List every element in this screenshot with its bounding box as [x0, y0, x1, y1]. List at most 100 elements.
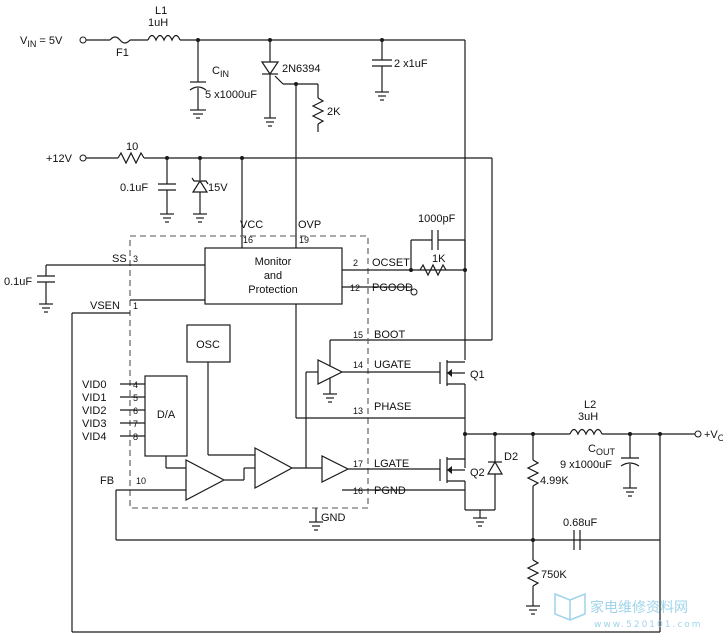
- ugate-pin-label: UGATE: [374, 359, 411, 371]
- v12-label: +12V: [46, 153, 73, 165]
- vid2-label: VID2: [82, 405, 106, 417]
- vid1-num: 5: [133, 393, 138, 403]
- ss-network: [37, 264, 205, 313]
- phase-pin-num: 13: [353, 406, 363, 416]
- ss-pin-num: 3: [133, 254, 138, 264]
- vid4-label: VID4: [82, 431, 106, 443]
- inductor-l2-symbol: [569, 428, 603, 436]
- vsen-pin-label: VSEN: [90, 300, 120, 312]
- l1-name: L1: [155, 5, 167, 17]
- c068-label: 0.68uF: [563, 517, 598, 529]
- fb-pin-num: 10: [136, 476, 146, 486]
- da-label: D/A: [157, 409, 176, 421]
- inductor-l1-symbol: [147, 34, 181, 42]
- cap-2x1uf: [372, 40, 392, 101]
- f1-label: F1: [116, 47, 129, 59]
- monitor-protection-block: [204, 247, 343, 305]
- ovp-pin-num: 19: [299, 235, 309, 245]
- r499-label: 4.99K: [540, 475, 569, 487]
- phase-pin-label: PHASE: [374, 401, 411, 413]
- osc-block: [186, 324, 231, 363]
- q1-label: Q1: [470, 369, 485, 381]
- boot-pin-label: BOOT: [374, 329, 405, 341]
- mosfet-q1: [439, 360, 466, 468]
- vout-terminal: [694, 430, 702, 438]
- cout-label: COUT: [588, 443, 615, 457]
- cap-cin: [189, 40, 207, 119]
- fuse-f1-symbol: [109, 36, 131, 44]
- l2-name: L2: [584, 399, 596, 411]
- pgnd-pin-num: 16: [353, 486, 363, 496]
- r2k-label: 2K: [327, 106, 341, 118]
- resistor-10-symbol: [117, 151, 145, 165]
- pgood-terminal: [410, 288, 418, 296]
- ocset-pin-label: OCSET: [372, 257, 410, 269]
- q2-label: Q2: [470, 467, 485, 479]
- boot-pin-num: 15: [353, 330, 363, 340]
- vin-rail: [79, 34, 465, 44]
- zener-15v: [191, 158, 209, 223]
- watermark-text: 家电维修资料网: [590, 599, 688, 616]
- osc-label: OSC: [196, 339, 220, 351]
- ocset-pin-num: 2: [353, 258, 358, 268]
- vout-label: +VO: [704, 429, 723, 443]
- zener-label: 15V: [208, 182, 228, 194]
- vid3-num: 7: [133, 419, 138, 429]
- vid2-num: 6: [133, 406, 138, 416]
- vcc-pin-num: 16: [243, 235, 253, 245]
- cap-0.1uf-top: [158, 158, 176, 223]
- pgood-pin-label: PGOOD: [372, 282, 413, 294]
- c2x1-label: 2 x1uF: [394, 58, 428, 70]
- d2-label: D2: [504, 451, 518, 463]
- cap-cout: [620, 434, 640, 497]
- l1-value: 1uH: [148, 17, 168, 29]
- scr-2n6394: [260, 40, 325, 132]
- vsen-pin-num: 1: [133, 301, 138, 311]
- cin-value: 5 x1000uF: [205, 89, 257, 101]
- c-ss-label: 0.1uF: [4, 276, 32, 288]
- monitor-line3: Protection: [248, 284, 298, 296]
- vcc-pin-label: VCC: [240, 219, 263, 231]
- pgood-pin-num: 12: [350, 283, 360, 293]
- lgate-pin-num: 17: [353, 459, 363, 469]
- cin-label: CIN: [212, 65, 229, 79]
- r10-label: 10: [126, 141, 138, 153]
- error-amp: [115, 459, 660, 541]
- lgate-driver: [321, 455, 465, 491]
- ugate-pin-num: 14: [353, 360, 363, 370]
- vin-label: VIN = 5V: [20, 35, 63, 49]
- watermark: 家电维修资料网 www.520101.com: [554, 592, 703, 630]
- monitor-line1: Monitor: [255, 256, 292, 268]
- vid4-num: 8: [133, 432, 138, 442]
- scr-label: 2N6394: [282, 63, 321, 75]
- r1k-label: 1K: [432, 253, 446, 265]
- ocset-network: [342, 230, 467, 277]
- book-icon: [554, 592, 586, 622]
- resistor-750k: [526, 552, 540, 615]
- vsen-wire: [71, 299, 661, 633]
- mosfet-q2: [439, 457, 495, 527]
- ovp-pin-label: OVP: [298, 219, 321, 231]
- vid0-num: 4: [133, 380, 138, 390]
- r750-label: 750K: [541, 569, 567, 581]
- fb-pin-label: FB: [100, 475, 114, 487]
- resistor-4.99k: [526, 434, 540, 552]
- da-block: [144, 375, 188, 457]
- cout-value: 9 x1000uF: [560, 459, 612, 471]
- ss-pin-label: SS: [112, 253, 127, 265]
- vid-wires: [120, 383, 145, 437]
- pwm-comparator: [254, 446, 294, 490]
- l2-value: 3uH: [578, 411, 598, 423]
- monitor-line2: and: [264, 270, 282, 282]
- resistor-2k-symbol: [311, 97, 325, 125]
- c01-top-label: 0.1uF: [120, 182, 148, 194]
- vid3-label: VID3: [82, 418, 106, 430]
- watermark-url: www.520101.com: [594, 620, 703, 630]
- phase-node: [463, 432, 570, 510]
- lgate-pin-label: LGATE: [374, 458, 409, 470]
- gnd-label: GND: [321, 512, 346, 524]
- ugate-driver: [305, 340, 440, 468]
- c1000p-label: 1000pF: [418, 213, 456, 225]
